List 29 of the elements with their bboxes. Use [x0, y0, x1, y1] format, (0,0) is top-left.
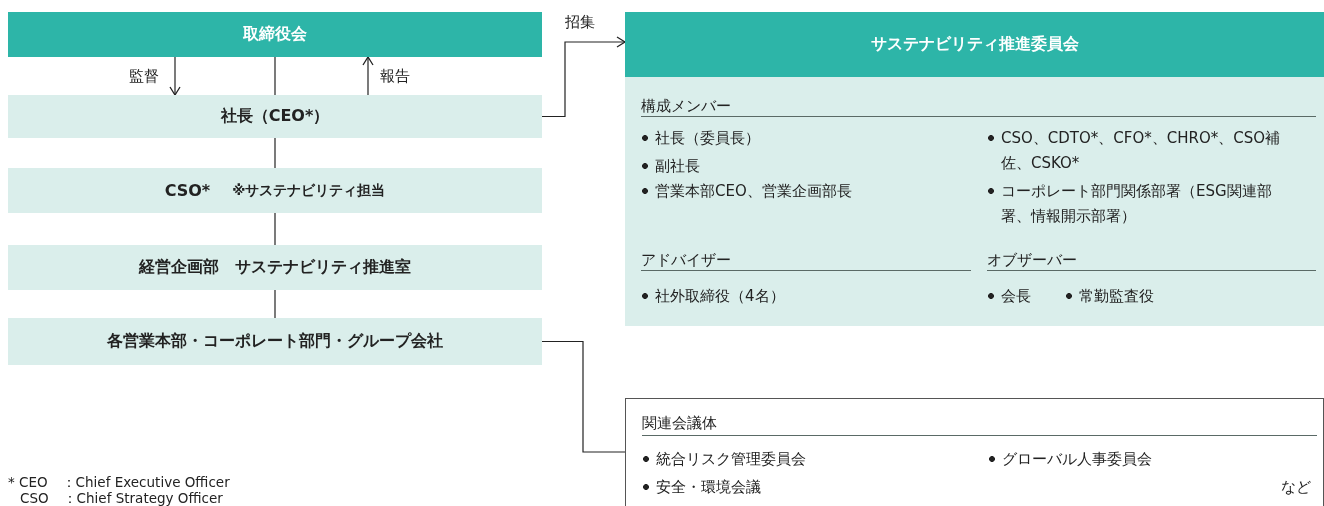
box-note: ※サステナビリティ担当 [232, 181, 386, 200]
org-box [8, 245, 542, 290]
section-heading: アドバイザー [641, 250, 731, 271]
arrow [169, 56, 181, 96]
connector-line [274, 289, 276, 319]
connector-line [274, 137, 276, 169]
note-text: など [1281, 477, 1311, 498]
panel-header: サステナビリティ推進委員会 [625, 12, 1324, 77]
org-box [8, 168, 542, 213]
box-label: 経営企画部 サステナビリティ推進室 [139, 257, 411, 278]
section-heading: オブザーバー [987, 250, 1077, 271]
meeting-box [625, 398, 1324, 506]
box-label: 取締役会 [243, 24, 307, 45]
section-heading: 関連会議体 [642, 413, 717, 434]
section-heading: 構成メンバー [641, 96, 731, 117]
org-box [8, 95, 542, 138]
footnote: * CEO ：Chief Executive Officer [8, 474, 230, 490]
footnote: CSO ：Chief Strategy Officer [20, 490, 223, 506]
org-box [8, 12, 542, 57]
org-box [8, 318, 542, 365]
connector-line [274, 56, 276, 96]
box-label: 社長（CEO*） [220, 106, 330, 127]
box-label: 各営業本部・コーポレート部門・グループ会社 [107, 331, 443, 352]
committee-panel [625, 12, 1324, 326]
arrow [362, 56, 374, 96]
arrow [541, 36, 626, 118]
connector-line [274, 212, 276, 246]
box-label: CSO* [164, 181, 211, 200]
connector-line [541, 340, 626, 453]
